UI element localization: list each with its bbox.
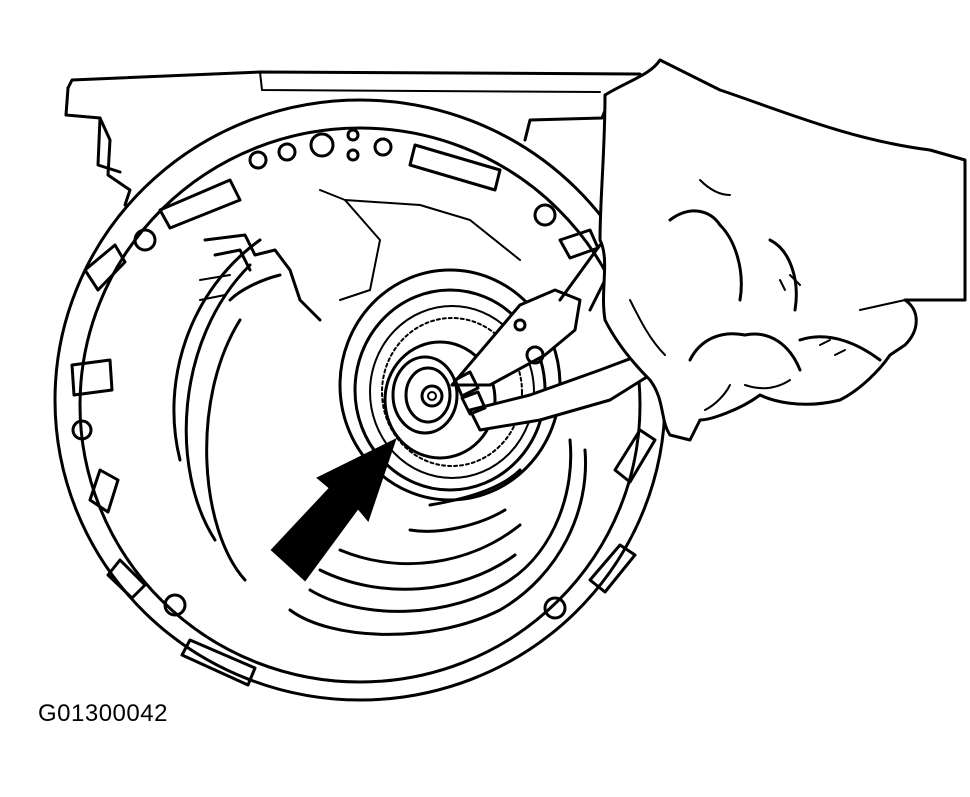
figure-id-label: G01300042	[38, 700, 168, 727]
clutch-drum	[172, 189, 588, 636]
flange-bolt-holes	[71, 128, 567, 620]
pointer-arrow	[270, 438, 397, 582]
hand	[598, 58, 967, 442]
snap-ring	[391, 355, 459, 435]
flange-slots	[70, 143, 657, 687]
snap-ring-pliers	[450, 243, 652, 432]
